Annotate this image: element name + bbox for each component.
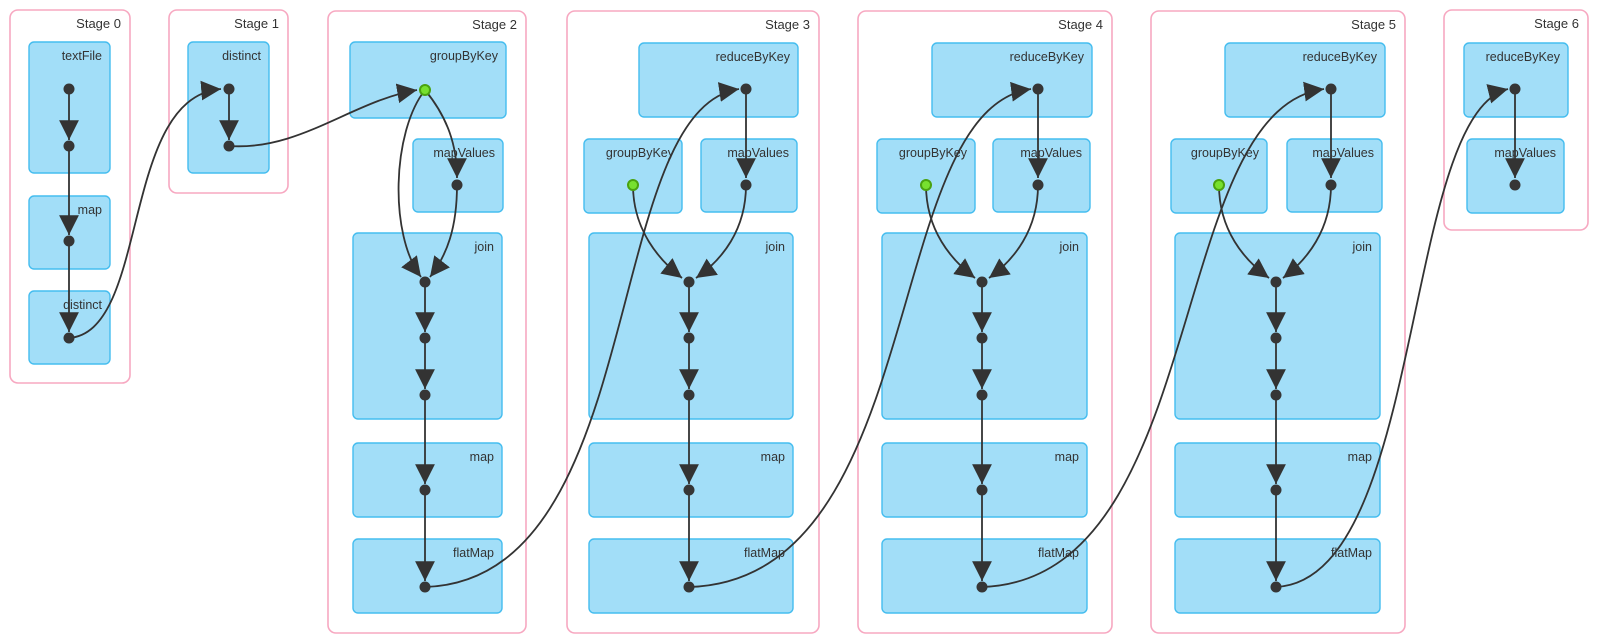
rdd-dot[interactable]	[1325, 83, 1337, 95]
operation-label: groupByKey	[1191, 146, 1260, 160]
stage-label: Stage 2	[472, 17, 517, 32]
operation-label: groupByKey	[899, 146, 968, 160]
rdd-dot[interactable]	[1270, 276, 1282, 288]
dag-edge	[1218, 184, 1270, 279]
rdd-dot[interactable]	[1325, 179, 1337, 191]
operation-label: distinct	[222, 49, 261, 63]
operation-label: map	[78, 203, 102, 217]
rdd-dot[interactable]	[1270, 389, 1282, 401]
rdd-dot[interactable]	[63, 83, 75, 95]
dag-edge	[981, 81, 1325, 588]
dag-edge	[228, 83, 418, 148]
stage-label: Stage 3	[765, 17, 810, 32]
operation-label: join	[1059, 240, 1080, 254]
operation-label: textFile	[62, 49, 102, 63]
operation-box-reducebykey	[1224, 42, 1386, 118]
operation-label: mapValues	[1494, 146, 1556, 160]
rdd-dot[interactable]	[63, 235, 75, 247]
rdd-dot[interactable]	[976, 484, 988, 496]
cached-rdd-dot[interactable]	[1213, 179, 1225, 191]
rdd-dot[interactable]	[976, 389, 988, 401]
operation-label: flatMap	[453, 546, 494, 560]
operation-label: map	[761, 450, 785, 464]
operation-box-groupbykey	[876, 138, 976, 214]
cached-rdd-dot[interactable]	[419, 84, 431, 96]
rdd-dot[interactable]	[419, 581, 431, 593]
rdd-dot[interactable]	[683, 389, 695, 401]
rdd-dot[interactable]	[419, 389, 431, 401]
rdd-dot[interactable]	[976, 581, 988, 593]
operation-label: mapValues	[1312, 146, 1374, 160]
operation-box-groupbykey	[349, 41, 507, 119]
dag-edge	[424, 82, 740, 588]
operation-label: mapValues	[1020, 146, 1082, 160]
rdd-dot[interactable]	[419, 332, 431, 344]
operation-label: groupByKey	[430, 49, 499, 63]
operation-label: flatMap	[1038, 546, 1079, 560]
rdd-dot[interactable]	[419, 484, 431, 496]
rdd-dot[interactable]	[1032, 83, 1044, 95]
operation-label: mapValues	[727, 146, 789, 160]
operation-label: join	[1352, 240, 1373, 254]
rdd-dot[interactable]	[1270, 484, 1282, 496]
rdd-dot[interactable]	[1270, 581, 1282, 593]
operation-label: map	[1055, 450, 1079, 464]
dag-edge	[68, 80, 222, 339]
operation-label: map	[470, 450, 494, 464]
rdd-dot[interactable]	[1032, 179, 1044, 191]
operation-label: reduceByKey	[1486, 50, 1561, 64]
dag-edge	[988, 184, 1039, 279]
rdd-dot[interactable]	[419, 276, 431, 288]
operation-box-reducebykey	[638, 42, 799, 118]
stage-label: Stage 5	[1351, 17, 1396, 32]
rdd-dot[interactable]	[740, 179, 752, 191]
operation-label: map	[1348, 450, 1372, 464]
cached-rdd-dot[interactable]	[920, 179, 932, 191]
dag-edge	[1275, 84, 1509, 588]
operation-box-reducebykey	[931, 42, 1093, 118]
rdd-dot[interactable]	[683, 484, 695, 496]
rdd-dot[interactable]	[223, 83, 235, 95]
rdd-dot[interactable]	[683, 332, 695, 344]
dag-edge	[397, 89, 426, 278]
rdd-dot[interactable]	[223, 140, 235, 152]
operation-box-groupbykey	[583, 138, 683, 214]
rdd-dot[interactable]	[63, 140, 75, 152]
operation-label: reduceByKey	[716, 50, 791, 64]
rdd-dot[interactable]	[683, 276, 695, 288]
dag-edge	[925, 184, 976, 279]
operation-label: distinct	[63, 298, 102, 312]
operation-label: flatMap	[744, 546, 785, 560]
stage-label: Stage 6	[1534, 16, 1579, 31]
operation-label: reduceByKey	[1303, 50, 1378, 64]
dag-edge	[1282, 184, 1332, 279]
stage-label: Stage 0	[76, 16, 121, 31]
rdd-dot[interactable]	[1509, 83, 1521, 95]
rdd-dot[interactable]	[976, 276, 988, 288]
rdd-dot[interactable]	[740, 83, 752, 95]
rdd-dot[interactable]	[451, 179, 463, 191]
operation-label: groupByKey	[606, 146, 675, 160]
stage-label: Stage 1	[234, 16, 279, 31]
operation-label: join	[765, 240, 786, 254]
dag-edge	[424, 89, 467, 179]
rdd-dot[interactable]	[1509, 179, 1521, 191]
dag-edge	[695, 184, 747, 279]
operation-label: mapValues	[433, 146, 495, 160]
operation-label: reduceByKey	[1010, 50, 1085, 64]
dag-edge	[429, 184, 458, 278]
stage-label: Stage 4	[1058, 17, 1103, 32]
rdd-dot[interactable]	[63, 332, 75, 344]
operation-label: join	[474, 240, 495, 254]
rdd-dot[interactable]	[976, 332, 988, 344]
rdd-dot[interactable]	[683, 581, 695, 593]
dag-edge	[688, 81, 1032, 588]
cached-rdd-dot[interactable]	[627, 179, 639, 191]
operation-label: flatMap	[1331, 546, 1372, 560]
rdd-dot[interactable]	[1270, 332, 1282, 344]
dag-edge	[632, 184, 683, 279]
